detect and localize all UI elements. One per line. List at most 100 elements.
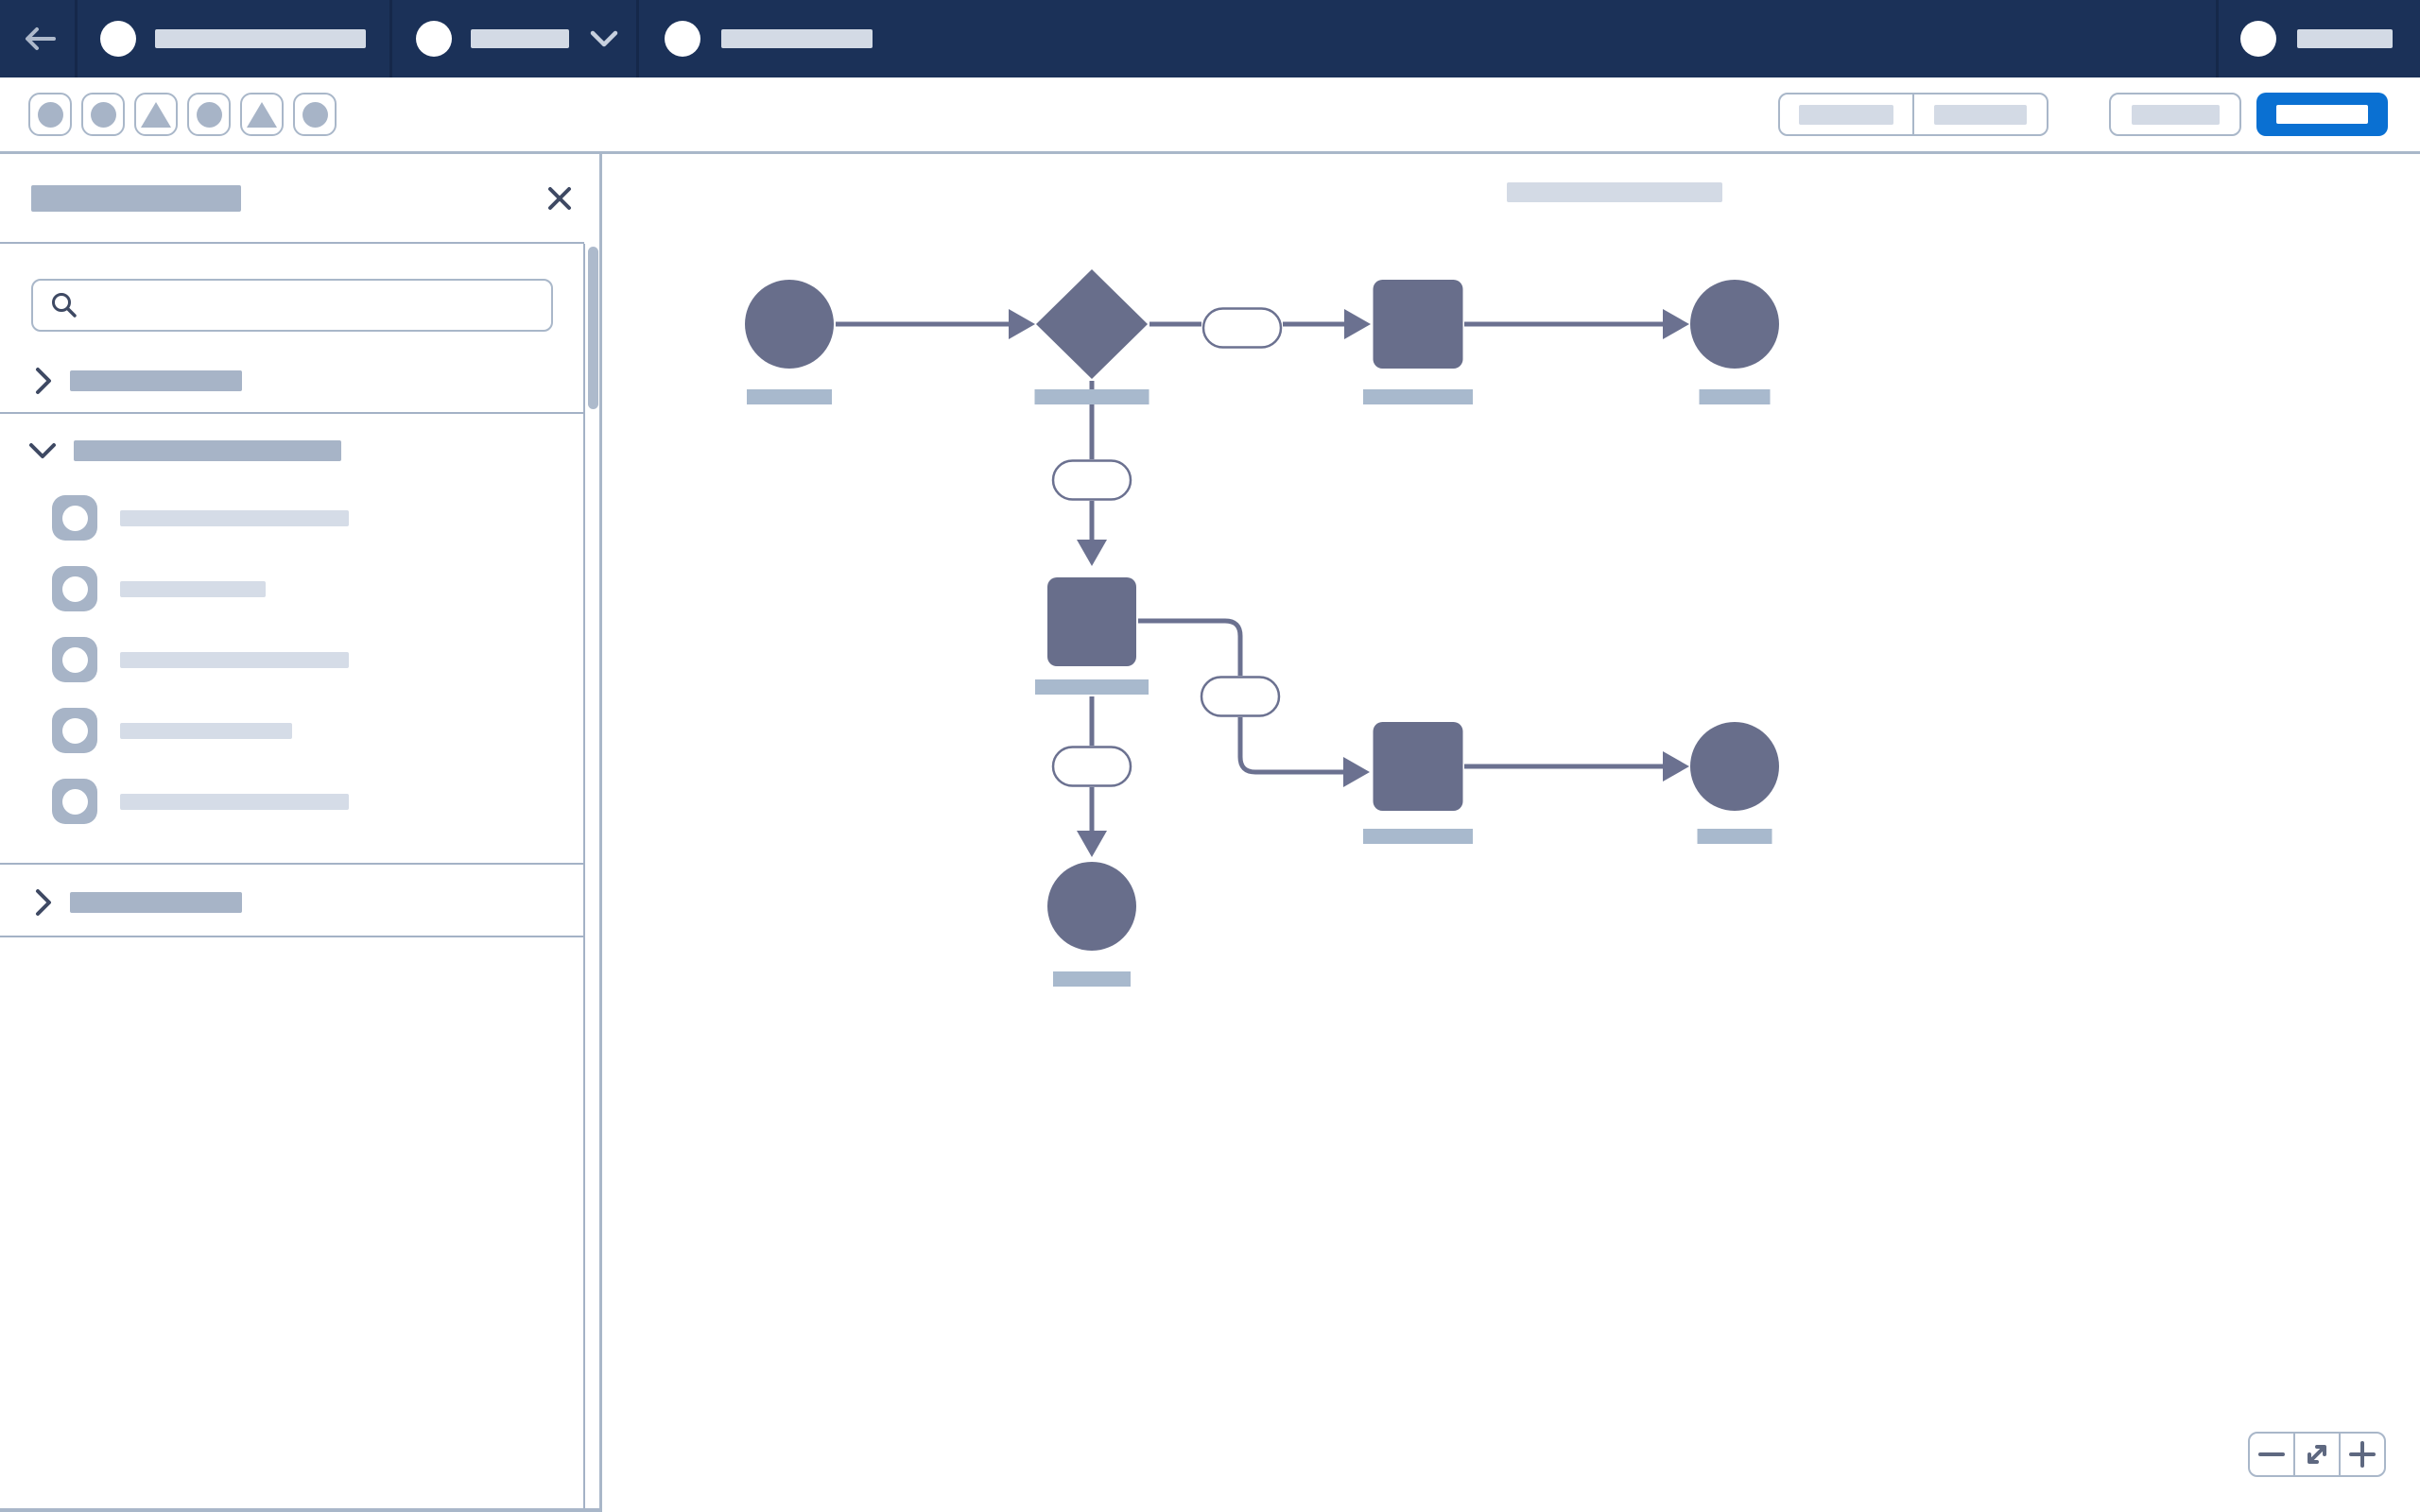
canvas-zoom-controls (2248, 1432, 2386, 1477)
shape-thumbnail-icon (52, 637, 97, 682)
shape-list-item[interactable] (52, 495, 349, 541)
shape-tool-circle-button[interactable] (28, 93, 72, 136)
panel-section-collapsed-2[interactable] (0, 869, 584, 936)
shape-toolbar (0, 77, 2420, 202)
diagram-nodes (745, 269, 1779, 951)
circle-icon (90, 101, 116, 128)
label-skeleton-task-3 (1363, 829, 1473, 844)
shape-list-item[interactable] (52, 566, 266, 611)
thumbnail-dot (61, 505, 88, 531)
shape-list-item[interactable] (52, 637, 349, 682)
task-1-square[interactable] (1373, 280, 1463, 369)
panel-title-skeleton (31, 185, 241, 212)
shape-tool-triangle-button[interactable] (134, 93, 178, 136)
label-skeleton-decision-node (1034, 389, 1150, 404)
start-node-circle[interactable] (745, 280, 834, 369)
search-icon (50, 291, 78, 319)
page-avatar (665, 21, 700, 57)
end-2-circle[interactable] (1690, 722, 1779, 811)
task-2-square[interactable] (1047, 577, 1136, 666)
end-3-circle[interactable] (1047, 862, 1136, 951)
segment-label-skeleton (1799, 104, 1893, 125)
search-input[interactable] (90, 285, 551, 325)
account-name-skeleton (2297, 29, 2393, 48)
zoom-in-button[interactable] (2339, 1434, 2384, 1475)
circle-icon (37, 101, 63, 128)
search-box (31, 279, 553, 332)
minus-icon (2258, 1452, 2285, 1456)
segment-label-skeleton (1934, 104, 2027, 125)
primary-action-button[interactable] (2256, 93, 2388, 136)
chevron-down-icon (28, 441, 57, 460)
triangle-icon (247, 101, 277, 128)
document-title-skeleton (471, 29, 569, 48)
panel-divider (0, 412, 584, 414)
shape-list-item[interactable] (52, 779, 349, 824)
label-skeleton-end-2 (1697, 829, 1772, 844)
zoom-out-button[interactable] (2250, 1434, 2293, 1475)
top-navbar (0, 0, 2420, 77)
thumbnail-dot (61, 788, 88, 815)
navbar-item-page[interactable] (665, 0, 873, 77)
panel-scroll-track-border (583, 244, 585, 1508)
workspace-title-skeleton (155, 29, 366, 48)
plus-icon (2349, 1441, 2376, 1468)
shape-thumbnail-icon (52, 708, 97, 753)
workspace-avatar (100, 21, 136, 57)
connector-3-pill[interactable] (1200, 676, 1281, 717)
back-button[interactable] (21, 19, 60, 59)
panel-scrollbar-thumb[interactable] (588, 247, 598, 409)
segmented-option-right[interactable] (1912, 94, 2047, 134)
label-skeleton-task-1 (1363, 389, 1473, 404)
view-segmented-control (1778, 93, 2048, 136)
shape-thumbnail-icon (52, 566, 97, 611)
secondary-action-button[interactable] (2109, 93, 2241, 136)
connector-1-pill[interactable] (1201, 307, 1283, 349)
panel-divider (0, 242, 584, 244)
node-label-bars (747, 389, 1772, 987)
connector-edges (836, 309, 1689, 857)
shape-thumbnail-icon (52, 779, 97, 824)
connector-4-pill[interactable] (1051, 746, 1132, 787)
document-avatar (416, 21, 452, 57)
shape-tool-triangle-button[interactable] (240, 93, 284, 136)
task-3-square[interactable] (1373, 722, 1463, 811)
arrow-left-icon (26, 27, 56, 50)
decision-node-diamond[interactable] (1036, 269, 1148, 379)
end-1-circle[interactable] (1690, 280, 1779, 369)
label-skeleton-task-2 (1035, 679, 1149, 695)
item-label-skeleton (120, 509, 349, 526)
panel-close-button[interactable] (541, 180, 579, 217)
section-title-skeleton (70, 370, 242, 391)
shape-tool-circle-button[interactable] (187, 93, 231, 136)
item-label-skeleton (120, 793, 349, 810)
navbar-item-document[interactable] (416, 0, 618, 77)
panel-section-expanded[interactable] (0, 418, 584, 484)
chevron-right-icon (34, 888, 53, 917)
shape-library-panel (0, 153, 602, 1512)
button-label-skeleton (2131, 104, 2220, 125)
panel-section-collapsed-1[interactable] (0, 348, 584, 414)
toolbar-status-skeleton (1507, 182, 1722, 202)
chevron-right-icon (34, 367, 53, 395)
navbar-divider (2216, 0, 2219, 77)
label-skeleton-start-node (747, 389, 832, 404)
connector-arrow (1237, 717, 1370, 787)
chevron-down-icon[interactable] (590, 30, 618, 47)
navbar-item-workspace[interactable] (100, 0, 366, 77)
shape-list-item[interactable] (52, 708, 292, 753)
section-title-skeleton (74, 440, 341, 461)
shape-button-group (28, 93, 337, 136)
fit-screen-button[interactable] (2293, 1434, 2339, 1475)
thumbnail-dot (61, 717, 88, 744)
shape-tool-circle-button[interactable] (293, 93, 337, 136)
connector-2-pill[interactable] (1051, 459, 1132, 501)
item-label-skeleton (120, 651, 349, 668)
segmented-option-left[interactable] (1780, 94, 1912, 134)
account-avatar (2240, 21, 2276, 57)
shape-tool-circle-button[interactable] (81, 93, 125, 136)
circle-icon (196, 101, 222, 128)
close-icon (548, 187, 571, 210)
navbar-account[interactable] (2240, 0, 2393, 77)
